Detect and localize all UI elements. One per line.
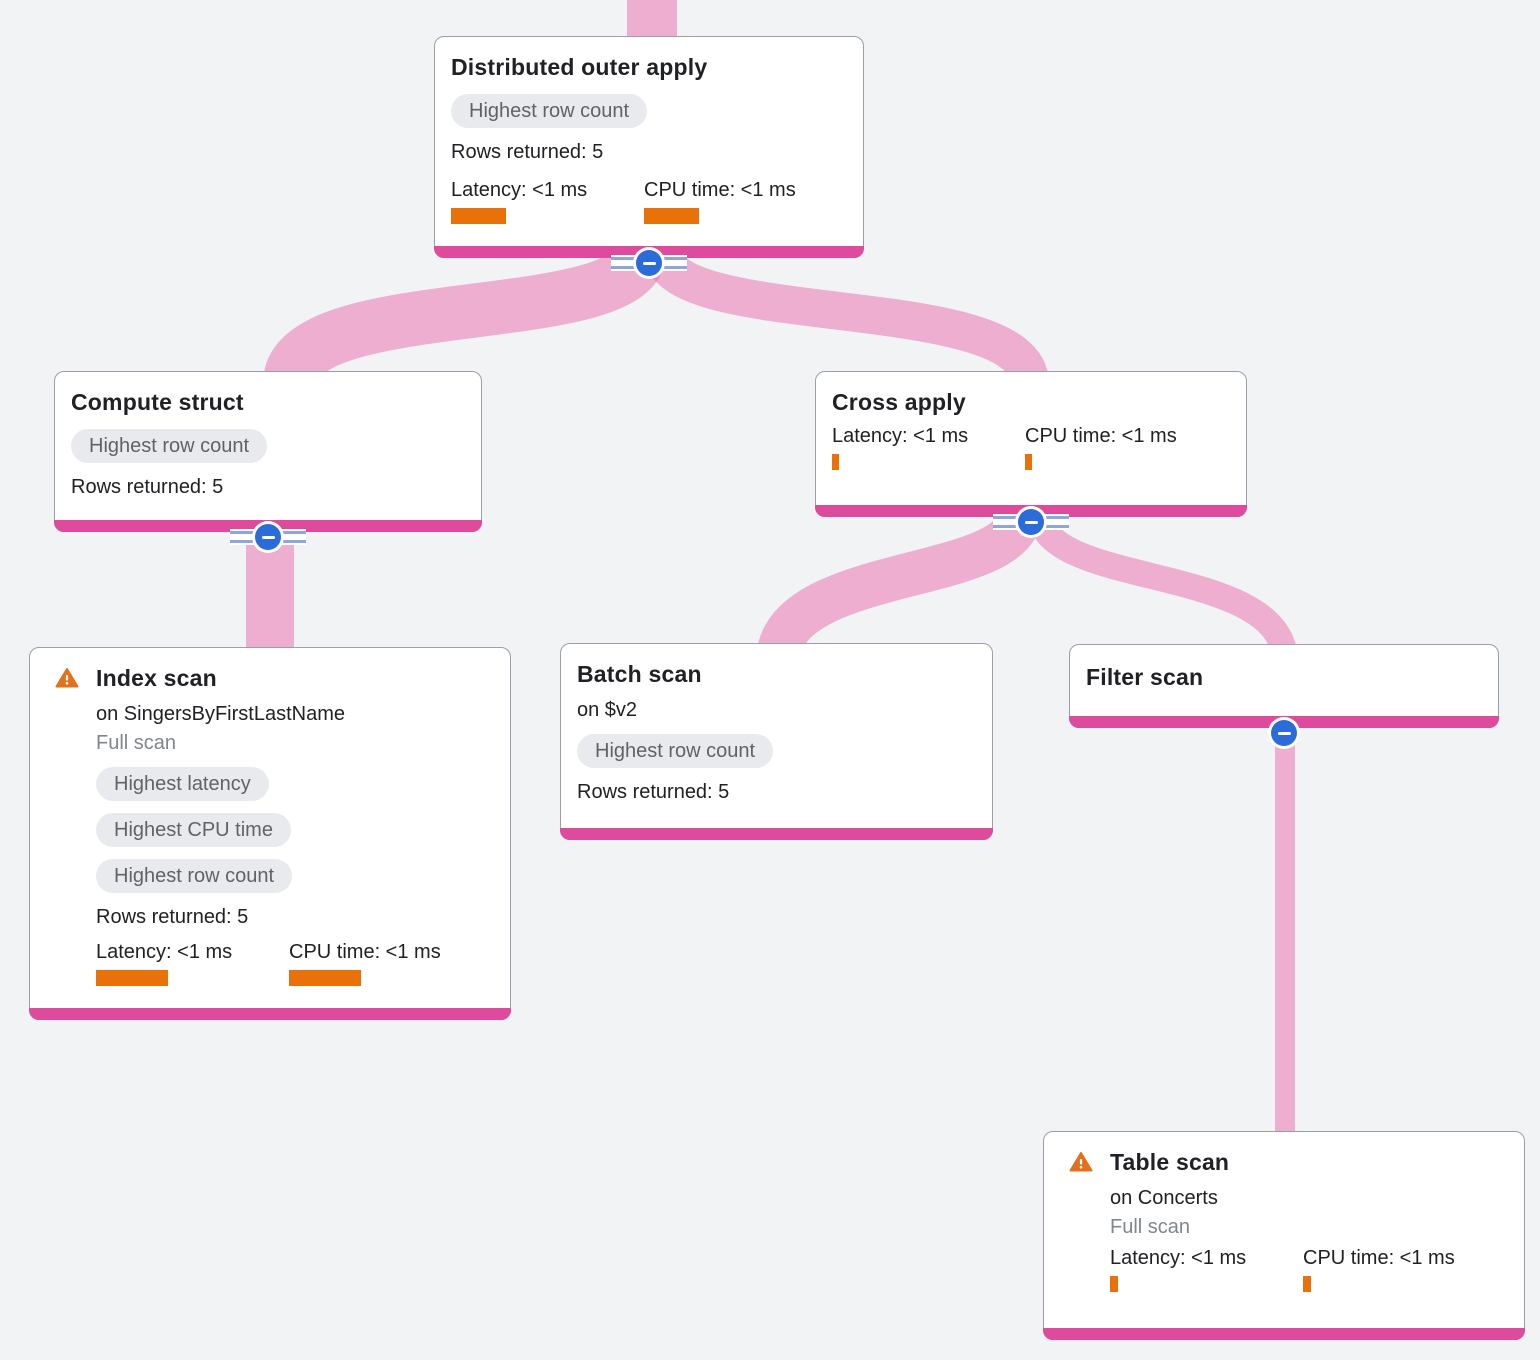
- cpu-time-label: CPU time: <1 ms: [644, 178, 796, 201]
- latency-label: Latency: <1 ms: [451, 178, 588, 201]
- latency-bar: [96, 969, 168, 986]
- node-compute-struct[interactable]: Compute struct Highest row count Rows re…: [54, 371, 482, 550]
- minus-icon: [1024, 520, 1038, 524]
- latency-label: Latency: <1 ms: [96, 940, 233, 963]
- edge-cross-apply-to-batch-scan: [756, 508, 1042, 665]
- collapse-circle: [636, 250, 662, 276]
- cpu-time-bar: [644, 207, 699, 224]
- edge-distributed-outer-apply-to-compute-struct: [263, 245, 667, 389]
- node-title: Table scan: [1110, 1149, 1230, 1175]
- collapse-button[interactable]: [230, 522, 306, 552]
- collapse-circle: [1271, 720, 1297, 746]
- node-title: Compute struct: [71, 389, 244, 415]
- edge-distributed-outer-apply-to-cross-apply: [643, 246, 1049, 387]
- node-distributed-outer-apply[interactable]: Distributed outer apply Highest row coun…: [434, 36, 864, 276]
- cpu-time-bar: [289, 969, 361, 986]
- collapse-circle: [255, 524, 281, 550]
- node-index-scan[interactable]: Index scan on SingersByFirstLastName Ful…: [29, 647, 511, 1020]
- badge-highest-row-count: Highest row count: [71, 428, 268, 463]
- latency-label: Latency: <1 ms: [832, 424, 969, 447]
- badge-highest-row-count: Highest row count: [451, 93, 648, 128]
- node-title: Batch scan: [577, 661, 702, 687]
- scan-target: on $v2: [577, 698, 638, 721]
- node-accent-bar: [1043, 1328, 1525, 1340]
- node-title: Index scan: [96, 665, 217, 691]
- scan-target: on SingersByFirstLastName: [96, 702, 345, 725]
- node-table-scan[interactable]: Table scan on Concerts Full scan Latency…: [1043, 1131, 1525, 1340]
- rows-returned: Rows returned: 5: [577, 780, 730, 803]
- scan-type: Full scan: [1110, 1215, 1191, 1238]
- minus-icon: [642, 261, 656, 265]
- edge-cross-apply-to-filter-scan: [1027, 510, 1298, 664]
- minus-icon: [1277, 731, 1291, 735]
- badge-highest-latency: Highest latency: [96, 766, 269, 801]
- badge-highest-cpu-time: Highest CPU time: [96, 812, 291, 847]
- rows-returned: Rows returned: 5: [96, 905, 249, 928]
- scan-type: Full scan: [96, 731, 177, 754]
- latency-bar: [832, 453, 839, 470]
- rows-returned: Rows returned: 5: [451, 140, 604, 163]
- node-filter-scan[interactable]: Filter scan: [1069, 644, 1499, 746]
- node-accent-bar: [29, 1008, 511, 1020]
- badge-highest-row-count: Highest row count: [577, 733, 774, 768]
- node-title: Distributed outer apply: [451, 54, 708, 80]
- node-title: Cross apply: [832, 389, 966, 415]
- cpu-time-bar: [1303, 1275, 1311, 1292]
- latency-bar: [451, 207, 506, 224]
- rows-returned: Rows returned: 5: [71, 475, 224, 498]
- warning-icon: [55, 668, 79, 688]
- node-cross-apply[interactable]: Cross apply Latency: <1 ms CPU time: <1 …: [815, 371, 1247, 535]
- latency-bar: [1110, 1275, 1118, 1292]
- node-title: Filter scan: [1086, 664, 1204, 690]
- cpu-time-label: CPU time: <1 ms: [1303, 1246, 1455, 1269]
- collapse-button[interactable]: [993, 507, 1069, 537]
- collapse-button[interactable]: [1246, 718, 1322, 748]
- cpu-time-label: CPU time: <1 ms: [1025, 424, 1177, 447]
- scan-target: on Concerts: [1110, 1186, 1218, 1209]
- node-accent-bar: [560, 828, 993, 840]
- minus-icon: [261, 535, 275, 539]
- collapse-button[interactable]: [611, 248, 687, 278]
- latency-label: Latency: <1 ms: [1110, 1246, 1247, 1269]
- node-batch-scan[interactable]: Batch scan on $v2 Highest row count Rows…: [560, 643, 993, 840]
- warning-icon: [1069, 1152, 1093, 1172]
- cpu-time-bar: [1025, 453, 1032, 470]
- badge-highest-row-count: Highest row count: [96, 858, 293, 893]
- collapse-circle: [1018, 509, 1044, 535]
- cpu-time-label: CPU time: <1 ms: [289, 940, 441, 963]
